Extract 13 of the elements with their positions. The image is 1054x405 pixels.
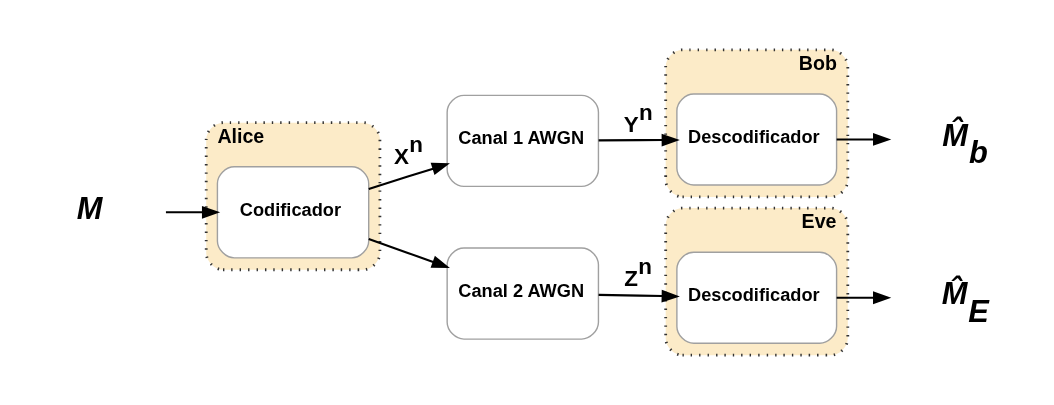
arrow xyxy=(836,291,892,305)
node-box: Descodificador xyxy=(676,93,838,186)
arrow xyxy=(598,289,680,303)
arrow xyxy=(368,162,450,190)
node-box: Canal 1 AWGN xyxy=(446,94,600,188)
node-box: Descodificador xyxy=(676,251,838,344)
arrow xyxy=(165,205,221,219)
node-text: M xyxy=(76,190,103,226)
node-box: Canal 2 AWGN xyxy=(446,247,600,340)
node-box: Codificador xyxy=(216,166,370,259)
arrow xyxy=(368,237,450,268)
arrow xyxy=(598,133,680,147)
arrow xyxy=(836,133,892,146)
